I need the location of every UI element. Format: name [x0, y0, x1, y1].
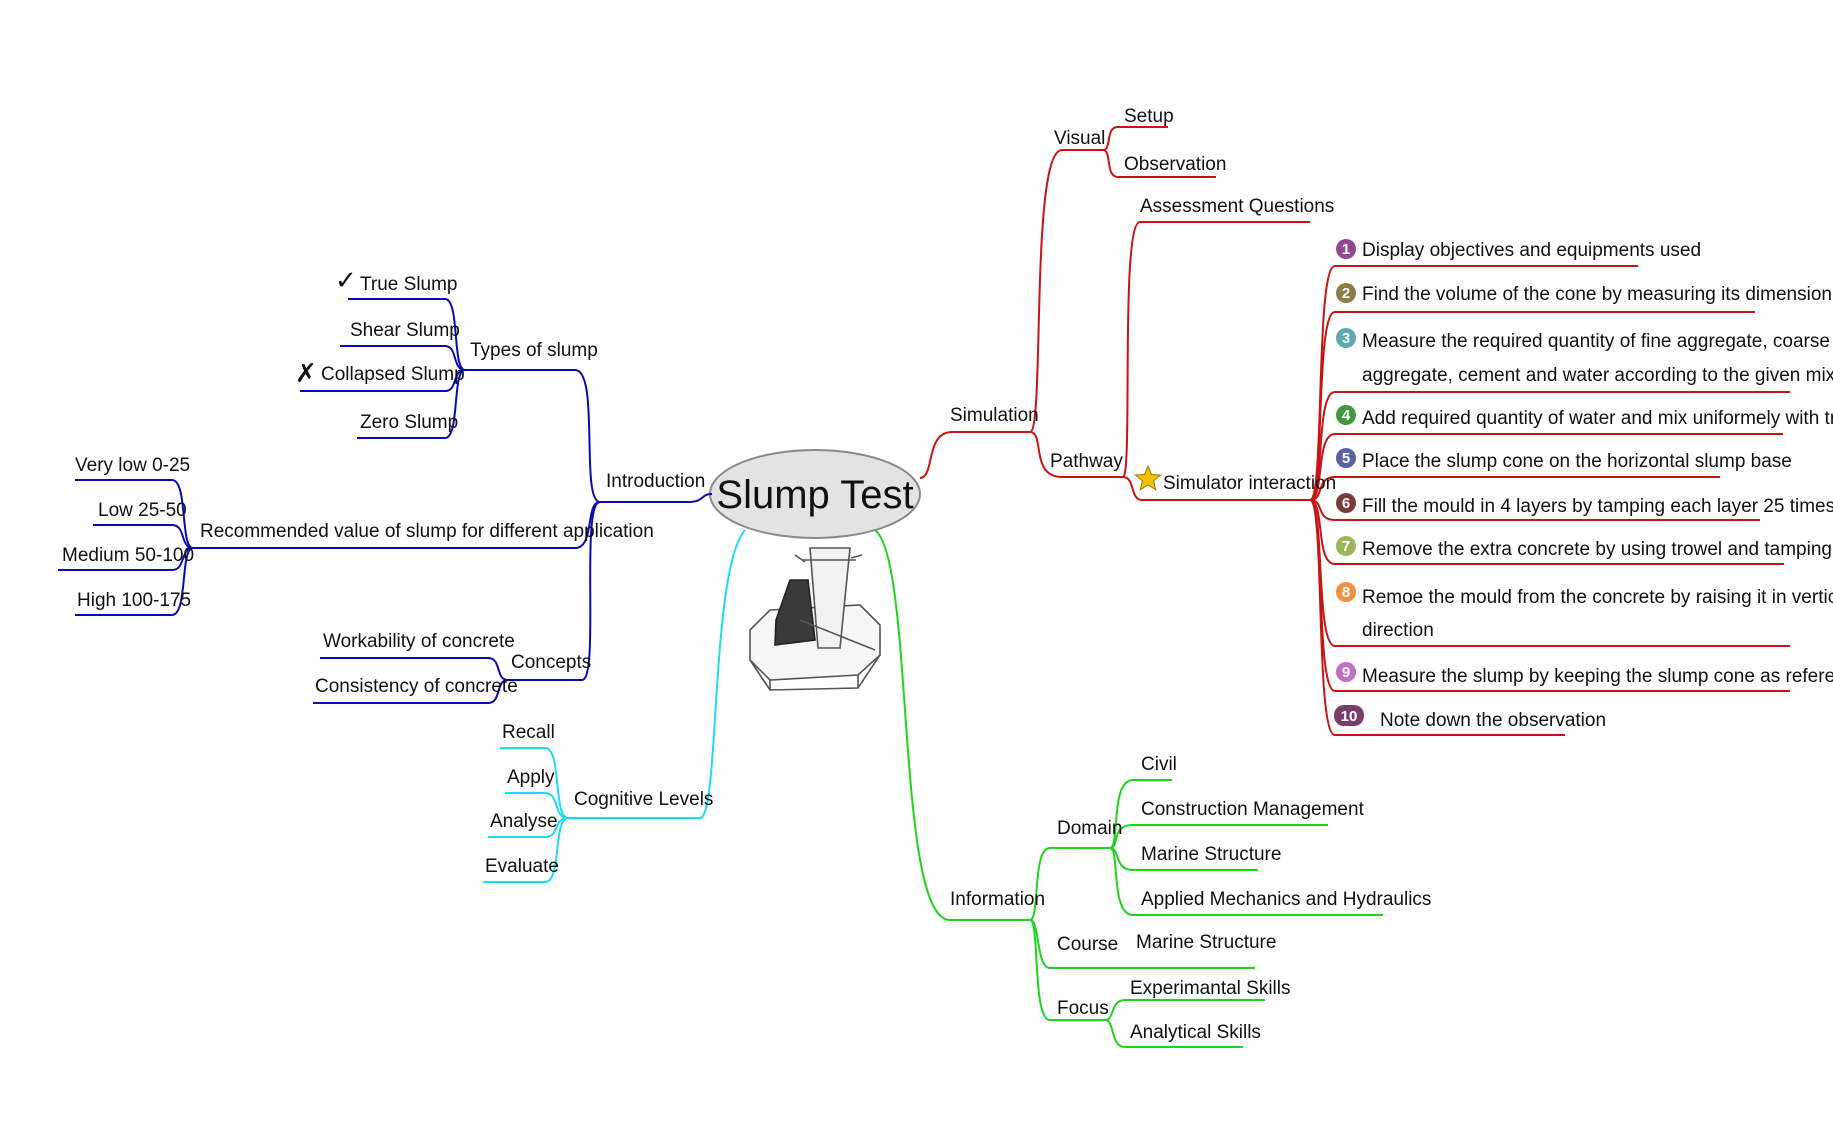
step-text: Add required quantity of water and mix u… [1362, 408, 1833, 429]
setup-label[interactable]: Setup [1124, 106, 1174, 127]
step-number-badge [1336, 239, 1356, 259]
types-of-slump-label[interactable]: Types of slump [470, 340, 598, 361]
step-text-line-2: aggregate, cement and water according to… [1362, 365, 1833, 386]
step-number-badge [1336, 328, 1356, 348]
zero-slump-label[interactable]: Zero Slump [360, 412, 458, 433]
step-number: 8 [1342, 584, 1350, 601]
step-text-line-1: Measure the required quantity of fine ag… [1362, 331, 1830, 352]
step-5[interactable]: 5 Place the slump cone on the horizontal… [1336, 448, 1792, 472]
slump-very-low[interactable]: Very low 0-25 [75, 455, 190, 476]
simulator-interaction-label[interactable]: Simulator interaction [1163, 473, 1336, 494]
step-number: 4 [1342, 407, 1351, 424]
step-8[interactable]: 8 Remoe the mould from the concrete by r… [1336, 582, 1833, 641]
step-text: Find the volume of the cone by measuring… [1362, 284, 1832, 305]
cognitive-evaluate[interactable]: Evaluate [485, 856, 559, 877]
step-10[interactable]: 10 Note down the observation [1334, 705, 1606, 731]
step-text: Place the slump cone on the horizontal s… [1362, 451, 1792, 472]
step-number-badge [1334, 705, 1364, 726]
course-marine-structure[interactable]: Marine Structure [1136, 932, 1276, 953]
step-text-line-1: Remoe the mould from the concrete by rai… [1362, 587, 1833, 608]
simulation-branch [919, 126, 1310, 501]
step-9[interactable]: 9 Measure the slump by keeping the slump… [1336, 662, 1833, 687]
step-number: 7 [1342, 538, 1350, 555]
concepts-label[interactable]: Concepts [511, 652, 591, 673]
central-topic[interactable]: Slump Test [709, 449, 921, 539]
introduction-label[interactable]: Introduction [606, 471, 705, 492]
step-number: 1 [1342, 241, 1350, 258]
domain-marine-structure[interactable]: Marine Structure [1141, 844, 1281, 865]
introduction-branch [58, 298, 713, 704]
visual-label[interactable]: Visual [1054, 128, 1105, 149]
check-icon: ✓ [335, 265, 357, 295]
step-connectors [1309, 265, 1790, 736]
step-3[interactable]: 3 Measure the required quantity of fine … [1336, 328, 1833, 386]
step-7[interactable]: 7 Remove the extra concrete by using tro… [1336, 536, 1833, 560]
recommended-slump-label[interactable]: Recommended value of slump for different… [200, 521, 654, 542]
cognitive-levels-label[interactable]: Cognitive Levels [574, 789, 713, 810]
domain-civil[interactable]: Civil [1141, 754, 1177, 775]
true-slump-label[interactable]: True Slump [360, 274, 458, 295]
step-number: 10 [1341, 708, 1358, 725]
step-6[interactable]: 6 Fill the mould in 4 layers by tamping … [1336, 493, 1833, 517]
step-number-badge [1336, 448, 1356, 468]
step-text: Fill the mould in 4 layers by tamping ea… [1362, 496, 1833, 517]
step-1[interactable]: 1 Display objectives and equipments used [1336, 239, 1701, 261]
slump-cone-illustration [749, 547, 881, 691]
step-number-badge [1336, 582, 1356, 602]
step-text: Display objectives and equipments used [1362, 240, 1701, 261]
assessment-questions-label[interactable]: Assessment Questions [1140, 196, 1334, 217]
cognitive-apply[interactable]: Apply [507, 767, 555, 788]
information-label[interactable]: Information [950, 889, 1045, 910]
step-text-line-2: direction [1362, 620, 1434, 641]
cognitive-recall[interactable]: Recall [502, 722, 555, 743]
focus-label[interactable]: Focus [1057, 998, 1109, 1019]
cognitive-branch [483, 529, 746, 883]
star-icon [1134, 464, 1162, 491]
consistency-of-concrete[interactable]: Consistency of concrete [315, 676, 518, 697]
shear-slump-label[interactable]: Shear Slump [350, 320, 460, 341]
step-number: 5 [1342, 450, 1350, 467]
slump-medium[interactable]: Medium 50-100 [62, 545, 194, 566]
cognitive-analyse[interactable]: Analyse [490, 811, 558, 832]
information-branch [874, 529, 1383, 1048]
step-number: 3 [1342, 330, 1350, 347]
central-topic-label: Slump Test [716, 473, 913, 517]
step-number: 9 [1342, 664, 1350, 681]
cross-icon: ✗ [295, 358, 317, 388]
step-number-badge [1336, 536, 1356, 556]
step-number-badge [1336, 662, 1356, 682]
step-number-badge [1336, 405, 1356, 425]
slump-low[interactable]: Low 25-50 [98, 500, 187, 521]
domain-label[interactable]: Domain [1057, 818, 1122, 839]
slump-high[interactable]: High 100-175 [77, 590, 191, 611]
step-text: Remove the extra concrete by using trowe… [1362, 539, 1833, 560]
course-label[interactable]: Course [1057, 934, 1118, 955]
workability-of-concrete[interactable]: Workability of concrete [323, 631, 515, 652]
step-number-badge [1336, 283, 1356, 303]
focus-analytical-skills[interactable]: Analytical Skills [1130, 1022, 1261, 1043]
domain-applied-mechanics[interactable]: Applied Mechanics and Hydraulics [1141, 889, 1431, 910]
step-4[interactable]: 4 Add required quantity of water and mix… [1336, 405, 1833, 429]
step-2[interactable]: 2 Find the volume of the cone by measuri… [1336, 283, 1832, 305]
observation-label[interactable]: Observation [1124, 154, 1226, 175]
simulation-label[interactable]: Simulation [950, 405, 1039, 426]
step-text: Measure the slump by keeping the slump c… [1362, 666, 1833, 687]
domain-construction-management[interactable]: Construction Management [1141, 799, 1365, 820]
step-number-badge [1336, 493, 1356, 513]
collapsed-slump-label[interactable]: Collapsed Slump [321, 364, 465, 385]
step-number: 2 [1342, 285, 1350, 302]
pathway-label[interactable]: Pathway [1050, 451, 1123, 472]
step-number: 6 [1342, 495, 1350, 512]
step-text: Note down the observation [1380, 710, 1606, 731]
focus-experimental-skills[interactable]: Experimantal Skills [1130, 978, 1291, 999]
